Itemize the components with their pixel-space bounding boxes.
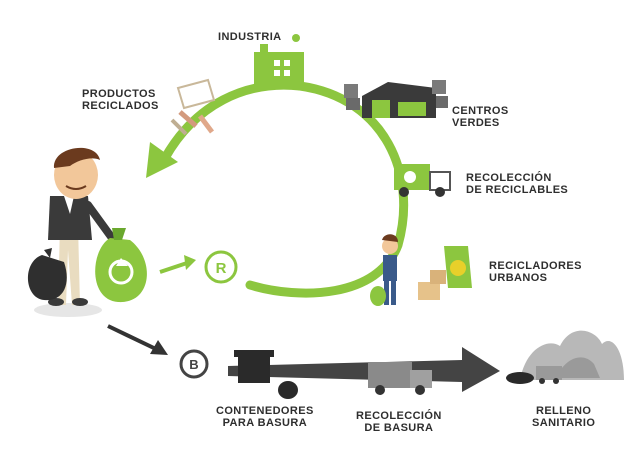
container-icon	[234, 350, 298, 399]
trash-badge-label: B	[189, 357, 198, 372]
person-icon	[34, 147, 116, 317]
urban-recycler-icon	[370, 234, 472, 306]
recycled-products-icon	[170, 78, 216, 136]
garbage-truck-icon	[368, 362, 432, 395]
label-centros-verdes: CENTROS VERDES	[452, 105, 509, 129]
recycle-bag-icon	[95, 228, 147, 303]
trash-badge	[179, 349, 209, 379]
bag-to-recycle-arrowhead	[184, 255, 196, 270]
label-productos-reciclados: PRODUCTOS RECICLADOS	[82, 88, 159, 112]
bag-to-recycle-arrow	[159, 260, 191, 274]
recyclable-badge-label: R	[216, 260, 227, 277]
person-to-trash-arrow	[107, 324, 159, 352]
recycling-cycle-arrow-upper	[160, 80, 305, 163]
label-relleno-sanitario: RELLENO SANITARIO	[532, 405, 596, 429]
recycling-cycle-arrow	[245, 81, 409, 298]
cycle-arrowhead	[146, 142, 178, 178]
truck-icon	[394, 164, 451, 197]
warehouse-icon	[344, 80, 448, 118]
person-to-trash-arrowhead	[150, 340, 168, 355]
label-recoleccion-reciclables: RECOLECCIÓN DE RECICLABLES	[466, 172, 569, 196]
label-recoleccion-basura: RECOLECCIÓN DE BASURA	[356, 410, 442, 434]
trash-bag-icon	[27, 248, 67, 301]
label-industria: INDUSTRIA	[218, 31, 282, 43]
label-recicladores-urbanos: RECICLADORES URBANOS	[489, 260, 582, 284]
landfill-icon	[506, 330, 624, 384]
recyclable-badge	[204, 250, 238, 284]
label-contenedores: CONTENEDORES PARA BASURA	[216, 405, 314, 429]
factory-icon	[254, 34, 304, 84]
